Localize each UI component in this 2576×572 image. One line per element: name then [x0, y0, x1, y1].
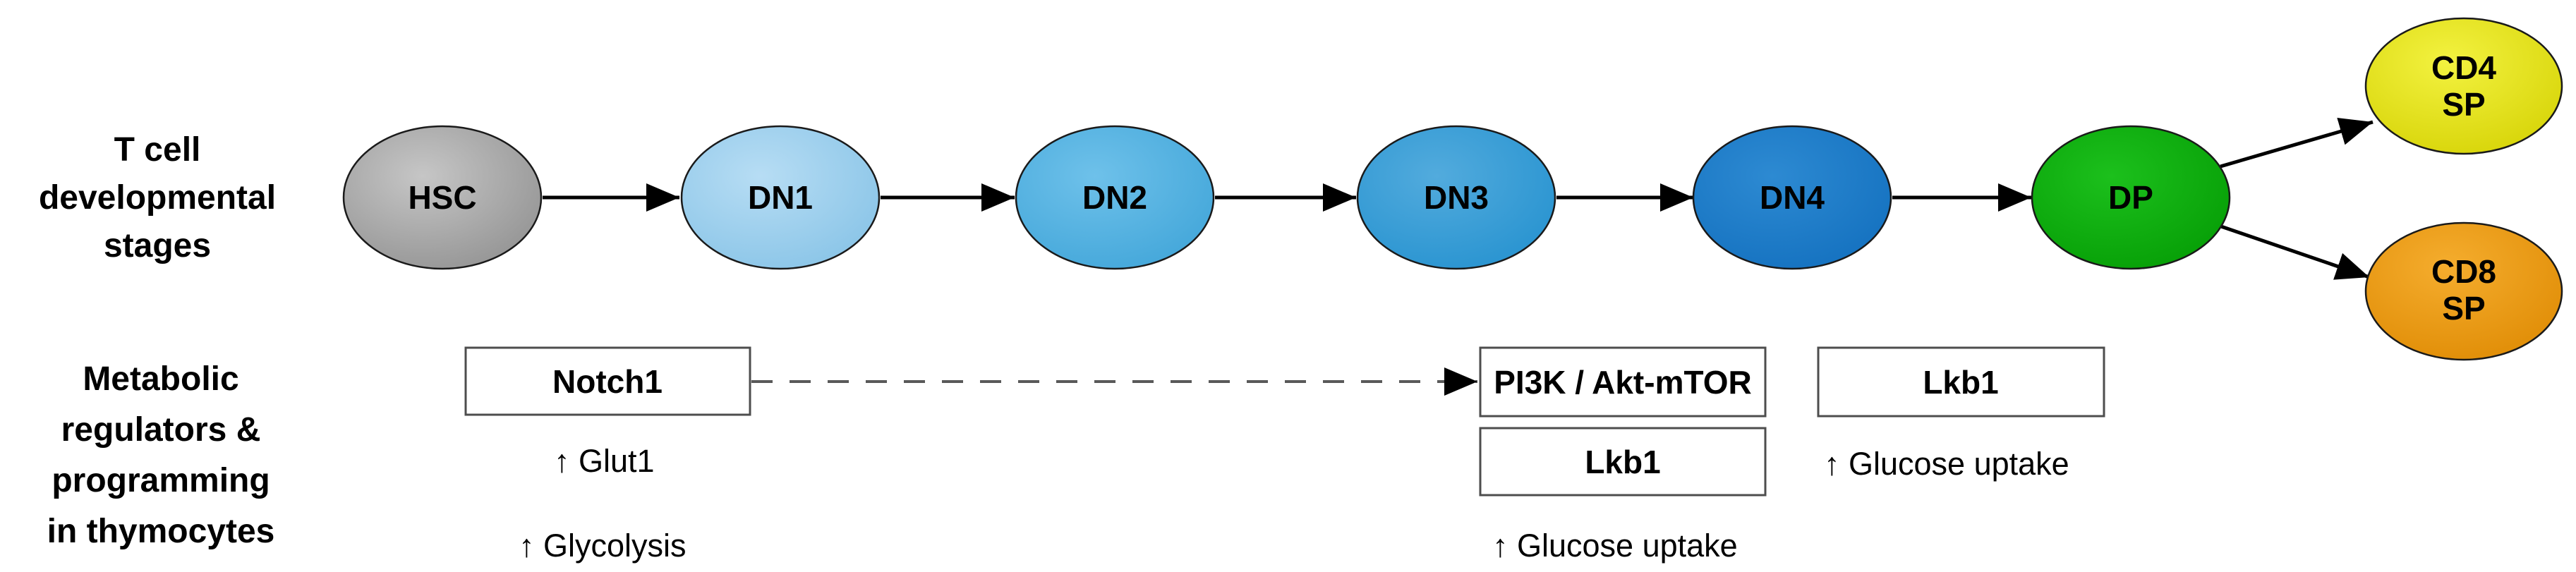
annotation-up-glut1: ↑ Glut1 — [554, 443, 655, 479]
row-label-stages-line1: T cell — [114, 131, 201, 169]
regulator-boxes: Notch1 PI3K / Akt-mTOR Lkb1 Lkb1 — [464, 346, 2105, 497]
stage-ellipse-cd4sp — [2364, 17, 2563, 155]
stage-label-cd4sp-line1: CD4 — [2431, 49, 2496, 86]
stage-ellipse-dn2 — [1015, 125, 1215, 270]
row-label-metabolic-line1: Metabolic — [83, 360, 238, 398]
row-label-stages-line3: stages — [104, 227, 211, 264]
row-label-metabolic-line2: regulators & — [61, 411, 261, 449]
metabolic-annotations: ↑ Glut1 ↑ Glycolysis ↑ Glucose uptake ↑ … — [519, 443, 2069, 564]
regulator-label-lkb1-right: Lkb1 — [1923, 364, 1998, 401]
regulator-label-notch1: Notch1 — [552, 363, 663, 400]
stage-label-dn3: DN3 — [1424, 179, 1489, 216]
regulator-label-lkb1-mid: Lkb1 — [1585, 444, 1660, 480]
row-label-metabolic-line4: in thymocytes — [47, 513, 275, 550]
stage-label-hsc: HSC — [408, 179, 476, 216]
stage-ellipse-dn1 — [680, 125, 881, 270]
regulator-box-lkb1-mid — [1479, 427, 1767, 497]
regulator-box-notch1 — [464, 346, 751, 416]
stage-label-dn2: DN2 — [1082, 179, 1147, 216]
stage-ellipse-dn4 — [1692, 125, 1892, 270]
regulator-label-pi3k-akt-mtor: PI3K / Akt-mTOR — [1494, 364, 1752, 401]
annotation-up-glucose-uptake-right: ↑ Glucose uptake — [1824, 446, 2069, 482]
arrow-dp-cd8sp — [2218, 224, 2370, 280]
row-label-stages: T cell developmental stages — [39, 131, 276, 264]
stage-ellipse-cd8sp — [2364, 221, 2563, 361]
regulator-box-pi3k-akt-mtor — [1479, 346, 1767, 418]
arrow-dp-cd4sp — [2220, 117, 2374, 169]
stage-label-dn1: DN1 — [748, 179, 813, 216]
stage-ellipse-dn3 — [1356, 125, 1556, 270]
annotation-up-glucose-uptake-mid: ↑ Glucose uptake — [1492, 528, 1738, 564]
stage-nodes: HSC DN1 DN2 DN3 DN4 DP CD4 SP CD8 SP — [342, 17, 2563, 361]
stage-ellipse-dp — [2031, 125, 2231, 270]
row-label-stages-line2: developmental — [39, 179, 276, 217]
stage-arrows — [543, 117, 2374, 280]
stage-ellipse-hsc — [342, 125, 543, 270]
stage-label-cd8sp-line2: SP — [2442, 290, 2485, 327]
annotation-up-glycolysis: ↑ Glycolysis — [519, 528, 687, 564]
stage-label-dn4: DN4 — [1760, 179, 1825, 216]
row-label-metabolic: Metabolic regulators & programming in th… — [47, 360, 275, 550]
stage-label-dp: DP — [2108, 179, 2153, 216]
row-label-metabolic-line3: programming — [52, 462, 270, 499]
stage-label-cd8sp-line1: CD8 — [2431, 253, 2496, 290]
stage-label-cd4sp-line2: SP — [2442, 86, 2485, 123]
regulator-box-lkb1-right — [1817, 346, 2105, 418]
